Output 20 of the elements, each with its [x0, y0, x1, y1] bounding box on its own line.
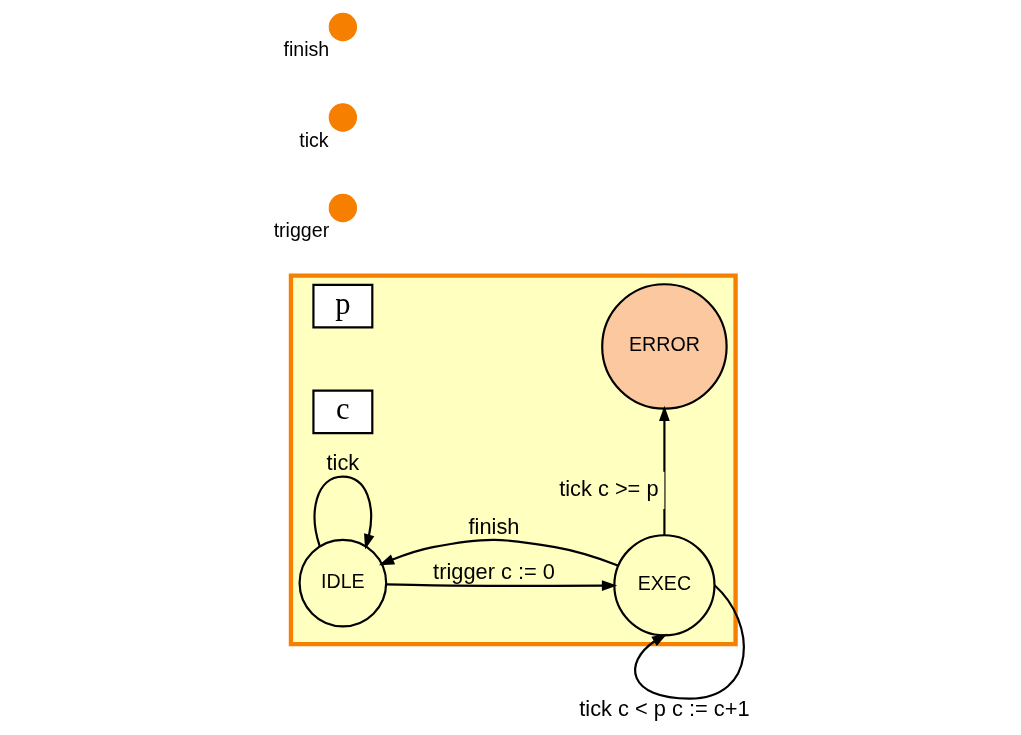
arrow [313, 475, 374, 549]
edge-label: tick c >= p [558, 475, 659, 501]
node-circle: IDLE [298, 538, 387, 627]
node-box: p [311, 283, 373, 328]
edge-label: trigger c := 0 [432, 558, 555, 584]
node-circle [328, 12, 357, 41]
node-circle: ERROR [600, 282, 728, 410]
node-circle: EXEC [612, 533, 716, 636]
edge-label: finish [468, 513, 519, 539]
node-circle [328, 102, 357, 132]
arrow [385, 579, 617, 591]
arrow [658, 405, 670, 535]
node-circle [328, 193, 357, 222]
node-label: finish [282, 37, 329, 60]
edge-label: tick [326, 449, 359, 475]
node-label: tick [298, 128, 329, 151]
node-label: trigger [273, 218, 329, 241]
arrow [378, 538, 618, 566]
node-box: c [311, 389, 373, 434]
edge-label: tick c < p c := c+1 [578, 695, 750, 721]
